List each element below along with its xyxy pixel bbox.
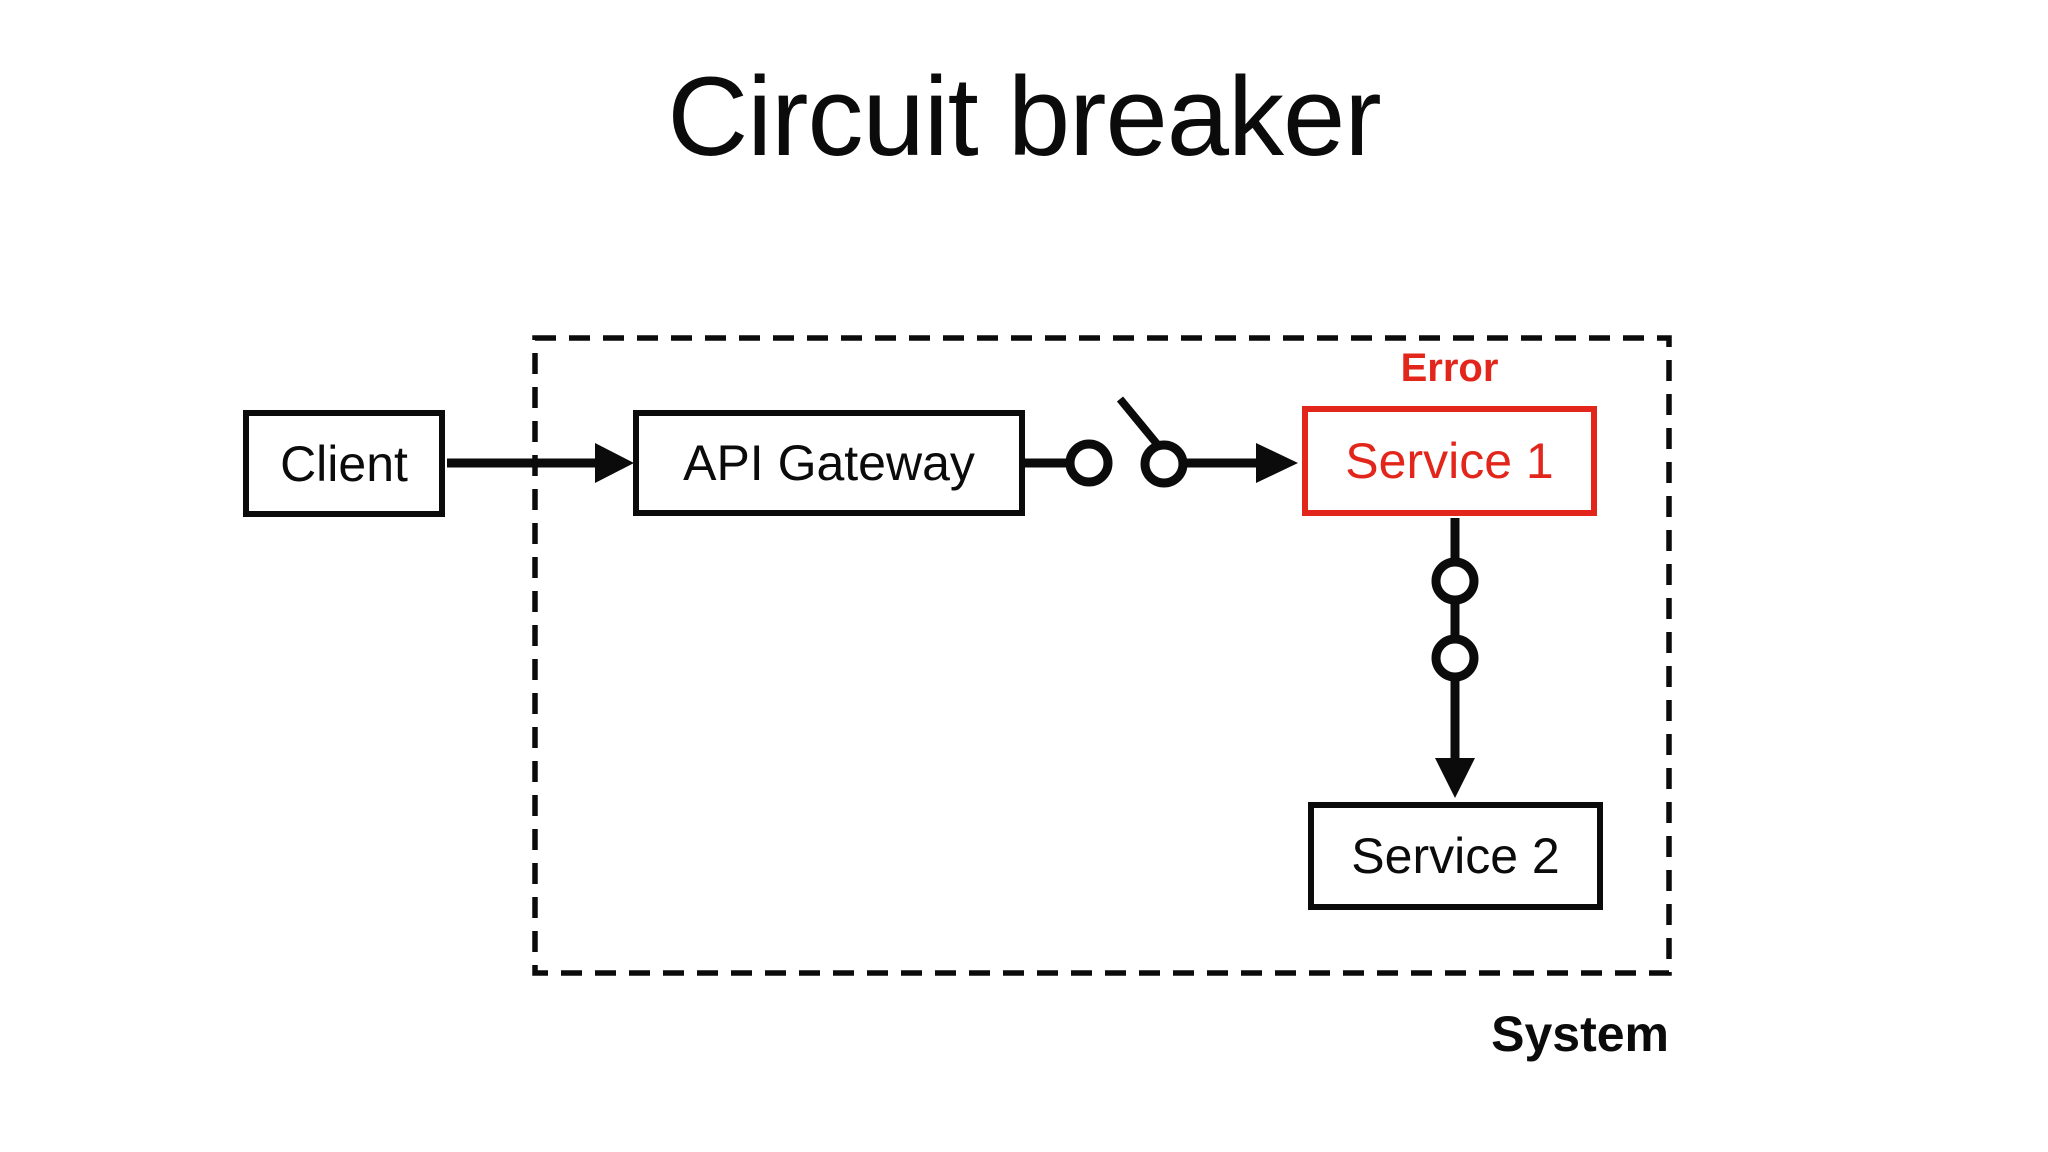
page-title: Circuit breaker xyxy=(667,54,1381,179)
node-api-gateway-label: API Gateway xyxy=(683,435,975,491)
breaker-contact-left-icon xyxy=(1065,439,1113,487)
node-service2: Service 2 xyxy=(1308,802,1603,910)
breaker-to-service1-arrowhead-icon xyxy=(1256,443,1298,483)
service-link-contact-bottom-icon xyxy=(1431,634,1479,682)
node-api-gateway: API Gateway xyxy=(633,410,1025,516)
node-service1: Service 1 xyxy=(1302,406,1597,516)
service1-to-service2-arrowhead-icon xyxy=(1435,758,1475,798)
node-service1-label: Service 1 xyxy=(1345,433,1554,489)
node-service2-label: Service 2 xyxy=(1351,828,1560,884)
breaker-switch-lever-icon xyxy=(1116,396,1161,447)
error-annotation: Error xyxy=(1400,346,1499,390)
service-link-contact-top-icon xyxy=(1431,557,1479,605)
node-client: Client xyxy=(243,410,445,517)
breaker-contact-right-icon xyxy=(1140,440,1188,488)
system-boundary-label: System xyxy=(1491,1006,1669,1062)
client-to-gateway-arrowhead-icon xyxy=(595,443,634,483)
node-client-label: Client xyxy=(280,435,408,492)
